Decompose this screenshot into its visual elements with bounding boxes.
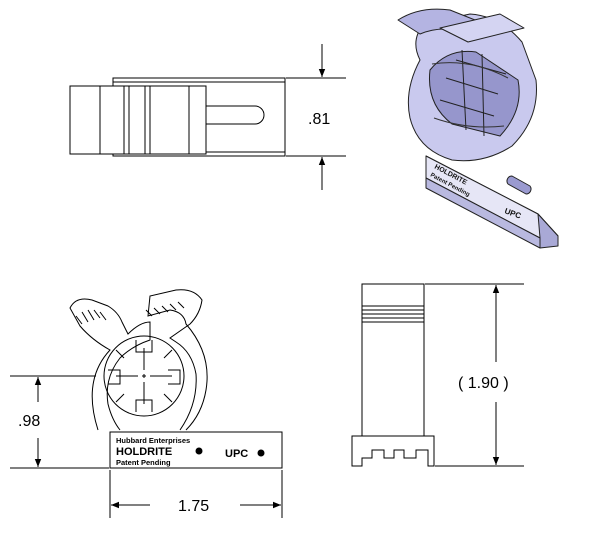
front-view-left-teeth bbox=[75, 309, 107, 325]
top-view-slot bbox=[206, 105, 265, 125]
front-view-engraving-line1: Hubbard Enterprises bbox=[116, 436, 190, 445]
front-view-center-height-label: .98 bbox=[18, 413, 40, 430]
side-view-body bbox=[361, 283, 425, 437]
front-view-clip-left-arm bbox=[69, 298, 151, 431]
front-view-engraving-upc: UPC bbox=[225, 448, 248, 460]
front-view-width-label: 1.75 bbox=[178, 498, 209, 515]
iso-view bbox=[397, 8, 559, 249]
top-view-height-label: .81 bbox=[308, 111, 330, 128]
front-view-base bbox=[109, 431, 283, 469]
front-view-bore bbox=[103, 335, 185, 417]
side-view-height-label: ( 1.90 ) bbox=[458, 375, 509, 392]
side-view-base-channel bbox=[351, 435, 435, 467]
top-view bbox=[69, 77, 346, 157]
front-view bbox=[10, 289, 283, 518]
front-view-engraving-line2: HOLDRITE bbox=[116, 446, 172, 458]
iso-slot bbox=[506, 175, 532, 195]
top-view-clip-body bbox=[69, 85, 207, 155]
front-view-engraving-line3: Patent Pending bbox=[116, 458, 171, 467]
front-view-upc-dot bbox=[257, 449, 265, 457]
front-view-clip-right-arm bbox=[147, 289, 208, 431]
front-view-registered-mark bbox=[195, 447, 203, 455]
front-view-right-teeth bbox=[145, 301, 185, 317]
side-view bbox=[351, 283, 524, 467]
